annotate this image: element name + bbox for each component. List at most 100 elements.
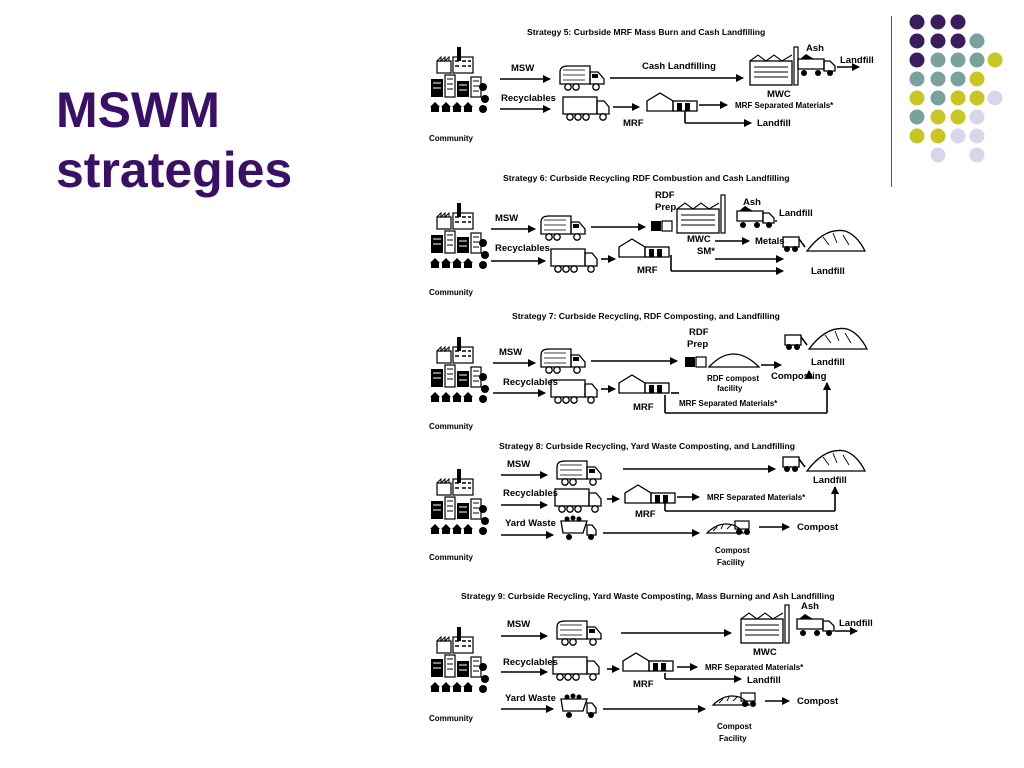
box-truck-icon	[554, 488, 602, 513]
decorative-dot	[950, 52, 966, 68]
strategy-9-heading: Strategy 9: Curbside Recycling, Yard Was…	[461, 591, 835, 601]
ash-label: Ash	[801, 601, 819, 612]
strategies-flow-diagram: Strategy 5: Curbside MRF Mass Burn and C…	[429, 27, 874, 743]
title-line-2: strategies	[56, 142, 293, 198]
compost-facility-label-1: Compost	[715, 546, 750, 555]
compost-facility-icon	[706, 520, 751, 536]
metals-label: Metals	[755, 236, 785, 247]
ash-truck-icon	[736, 205, 775, 229]
recyclables-label: Recyclables	[501, 93, 556, 104]
facility-label: facility	[717, 384, 743, 393]
yard-waste-label: Yard Waste	[505, 693, 556, 704]
separated-materials-label: MRF Separated Materials*	[707, 493, 806, 502]
decorative-dot	[930, 109, 946, 125]
yard-waste-label: Yard Waste	[505, 518, 556, 529]
community-label: Community	[429, 714, 474, 723]
mwc-plant-icon	[740, 604, 790, 644]
ash-label: Ash	[743, 197, 761, 208]
decorative-dot	[909, 128, 925, 144]
landfill-2-label: Landfill	[747, 675, 781, 686]
community-label: Community	[429, 422, 474, 431]
decorative-dot	[969, 33, 985, 49]
community-label: Community	[429, 553, 474, 562]
box-truck-icon	[550, 248, 598, 273]
decorative-dot	[909, 52, 925, 68]
mrf-building-icon	[618, 238, 670, 258]
title-line-1: MSWM	[56, 82, 220, 138]
decorative-dot	[909, 14, 925, 30]
compost-dome-icon	[707, 353, 761, 368]
msw-label: MSW	[499, 347, 522, 358]
msw-label: MSW	[511, 63, 534, 74]
landfill-label: Landfill	[813, 475, 847, 486]
decorative-dot	[909, 33, 925, 49]
decorative-dot	[930, 71, 946, 87]
mwc-label: MWC	[767, 89, 791, 100]
decorative-dot	[969, 109, 985, 125]
sm-label: SM*	[697, 246, 715, 257]
dump-truck-icon	[560, 514, 597, 541]
recyclables-label: Recyclables	[503, 377, 558, 388]
msw-label: MSW	[495, 213, 518, 224]
rdf-compost-label: RDF compost	[707, 374, 759, 383]
decorative-dot	[950, 33, 966, 49]
strategy-7-heading: Strategy 7: Curbside Recycling, RDF Comp…	[512, 311, 780, 321]
mrf-label: MRF	[633, 679, 654, 690]
decorative-dot	[930, 14, 946, 30]
recyclables-label: Recyclables	[503, 488, 558, 499]
msw-label: MSW	[507, 619, 530, 630]
strategy-8-heading: Strategy 8: Curbside Recycling, Yard Was…	[499, 441, 795, 451]
cash-landfilling-label: Cash Landfilling	[642, 61, 716, 72]
decorative-dot	[930, 33, 946, 49]
decorative-dot	[969, 147, 985, 163]
decorative-dot	[909, 109, 925, 125]
decorative-dot	[969, 90, 985, 106]
community-label: Community	[429, 134, 474, 143]
community-icon	[429, 468, 490, 536]
rdf-label: RDF	[689, 327, 709, 338]
landfill-icon	[782, 449, 866, 473]
strategy-9: Strategy 9: Curbside Recycling, Yard Was…	[429, 591, 873, 743]
strategy-8: Strategy 8: Curbside Recycling, Yard Was…	[429, 441, 866, 567]
decorative-dot	[987, 52, 1003, 68]
community-icon	[429, 626, 490, 694]
mrf-label: MRF	[637, 265, 658, 276]
compost-facility-icon	[712, 692, 757, 708]
decorative-dot	[950, 128, 966, 144]
msw-label: MSW	[507, 459, 530, 470]
mwc-plant-icon	[749, 46, 799, 86]
mwc-label: MWC	[687, 234, 711, 245]
landfill-2-label: Landfill	[811, 266, 845, 277]
garbage-truck-icon	[540, 348, 586, 374]
landfill-label: Landfill	[839, 618, 873, 629]
strategy-5-heading: Strategy 5: Curbside MRF Mass Burn and C…	[527, 27, 765, 37]
rdf-prep-icon	[650, 220, 673, 232]
compost-facility-label-1: Compost	[717, 722, 752, 731]
ash-truck-icon	[797, 53, 836, 77]
prep-label: Prep	[655, 202, 676, 213]
decorative-dot	[909, 90, 925, 106]
strategy-7: Strategy 7: Curbside Recycling, RDF Comp…	[429, 311, 868, 431]
compost-facility-label-2: Facility	[719, 734, 747, 743]
compost-facility-label-2: Facility	[717, 558, 745, 567]
strategy-5: Strategy 5: Curbside MRF Mass Burn and C…	[429, 27, 874, 143]
decorative-dot	[909, 71, 925, 87]
decorative-dot	[987, 90, 1003, 106]
decorative-dot	[930, 52, 946, 68]
community-label: Community	[429, 288, 474, 297]
box-truck-icon	[562, 96, 610, 121]
dot-grid-group	[909, 14, 1003, 163]
rdf-label: RDF	[655, 190, 675, 201]
landfill-label: Landfill	[779, 208, 813, 219]
compost-label: Compost	[797, 696, 839, 707]
recyclables-label: Recyclables	[503, 657, 558, 668]
mrf-building-icon	[646, 92, 698, 112]
mwc-label: MWC	[753, 647, 777, 658]
decorative-dot	[969, 128, 985, 144]
mwc-plant-icon	[676, 194, 726, 234]
dump-truck-icon	[560, 692, 597, 719]
landfill-label: Landfill	[811, 357, 845, 368]
garbage-truck-icon	[540, 215, 586, 241]
separated-materials-label: MRF Separated Materials*	[679, 399, 778, 408]
prep-label: Prep	[687, 339, 708, 350]
